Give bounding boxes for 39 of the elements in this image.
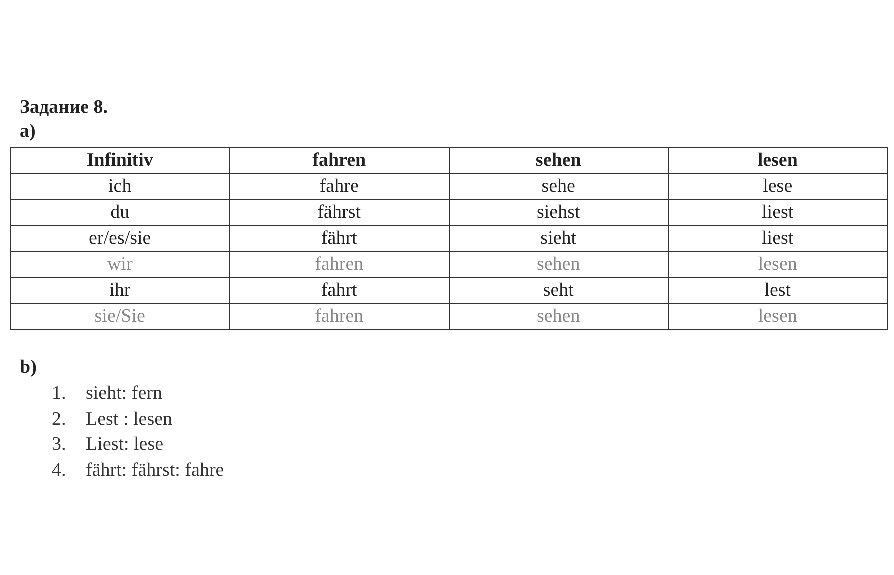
column-header: fahren [230,148,449,174]
column-header: lesen [668,148,888,174]
table-cell: du [10,200,230,226]
table-cell: liest [668,226,888,252]
part-label: а) [20,121,36,143]
table-cell: ihr [10,278,230,304]
table-cell: er/es/sie [10,226,230,252]
table-cell: fahren [230,252,449,278]
table-cell: lese [668,174,888,200]
table-cell: ich [10,174,230,200]
table-cell: wir [10,252,230,278]
table-cell: lesen [668,252,888,278]
table-cell: liest [668,200,888,226]
table-cell: fährt [230,226,449,252]
answer-text: Liest: lese [86,433,164,457]
column-header: Infinitiv [10,148,230,174]
part-label: b) [20,357,37,379]
list-number: 3. [52,433,68,457]
table-cell: siehst [449,200,668,226]
table-cell: fahrt [230,278,449,304]
table-cell: sehen [449,252,668,278]
answer-text: sieht: fern [86,382,163,406]
table-cell: fahren [230,304,449,330]
list-number: 4. [52,458,68,482]
column-header: sehen [449,148,668,174]
table-cell: sieht [449,226,668,252]
table-cell: fährst [230,200,449,226]
table-cell: seht [449,278,668,304]
answer-text: fährt: fährst: fahre [86,458,224,482]
answer-text: Lest : lesen [86,408,173,432]
table-cell: sie/Sie [10,304,230,330]
list-number: 2. [52,408,68,432]
table-cell: sehe [449,174,668,200]
table-cell: fahre [230,174,449,200]
list-number: 1. [52,382,68,406]
table-cell: lesen [668,304,888,330]
table-cell: lest [668,278,888,304]
table-cell: sehen [449,304,668,330]
task-heading: Задание 8. [20,97,108,119]
